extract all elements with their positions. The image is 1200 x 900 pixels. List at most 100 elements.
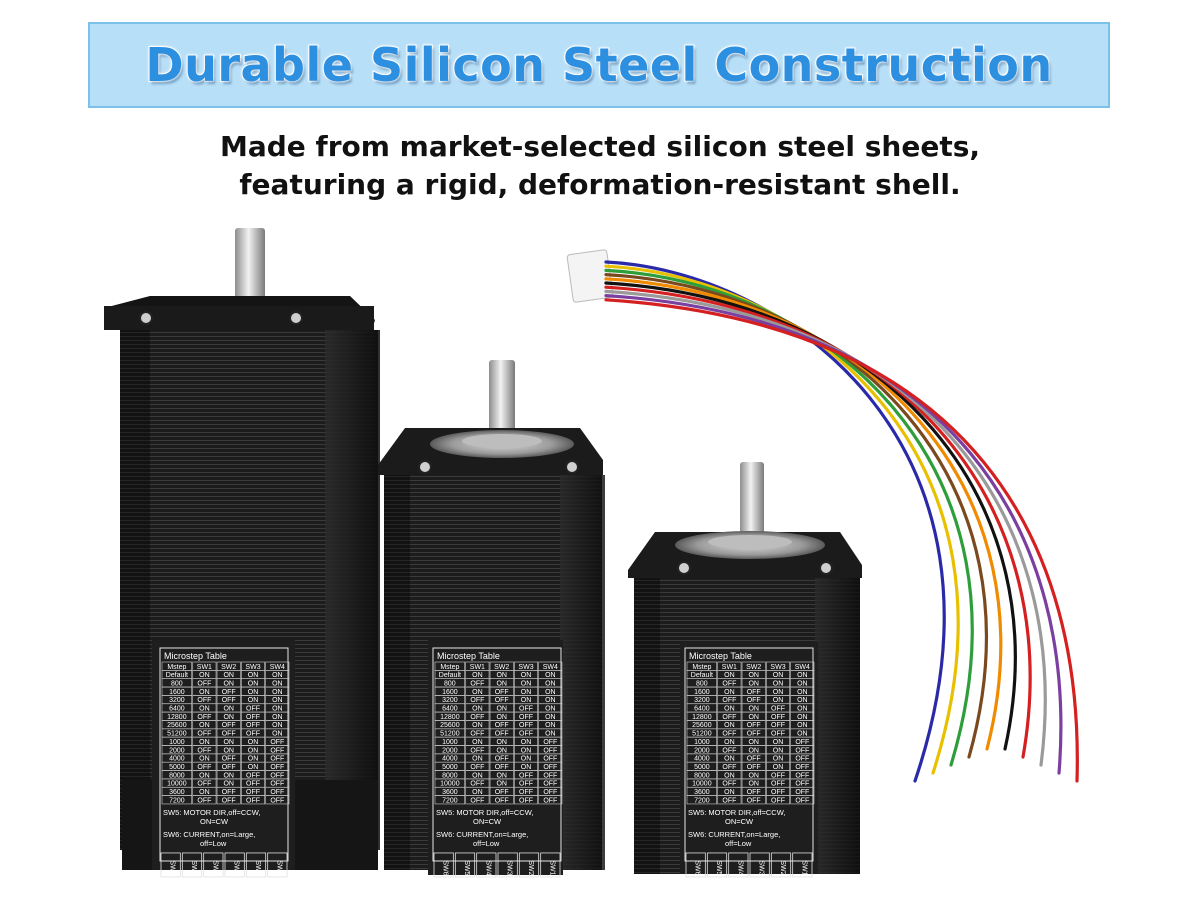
wire	[604, 277, 1003, 751]
table-cell: OFF	[543, 739, 557, 746]
table-cell: ON	[773, 680, 784, 687]
dip-switch-label: SW6	[694, 860, 701, 875]
table-cell: OFF	[197, 797, 211, 804]
table-cell: OFF	[222, 789, 236, 796]
table-cell: ON	[545, 680, 556, 687]
table-cell: OFF	[519, 714, 533, 721]
table-cell: ON	[472, 756, 483, 763]
table-cell: 7200	[442, 797, 458, 804]
table-cell: 10000	[440, 781, 460, 788]
table-cell: 8000	[169, 772, 185, 779]
table-cell: ON	[496, 772, 507, 779]
table-cell: ON	[545, 722, 556, 729]
table-cell: OFF	[470, 797, 484, 804]
table-cell: OFF	[722, 697, 736, 704]
table-cell: OFF	[519, 789, 533, 796]
table-cell: ON	[797, 689, 808, 696]
table-cell: 8000	[442, 772, 458, 779]
stepper-motor-medium	[378, 360, 605, 875]
label-title: Microstep Table	[437, 651, 500, 661]
table-header: SW4	[543, 664, 558, 671]
table-cell: ON	[248, 764, 259, 771]
label-note: SW5: MOTOR DIR,off=CCW,	[436, 808, 533, 817]
dip-switch-label: SW1	[275, 860, 282, 875]
table-cell: 1600	[169, 689, 185, 696]
table-cell: ON	[199, 789, 210, 796]
table-cell: 2000	[442, 747, 458, 754]
label-note: SW5: MOTOR DIR,off=CCW,	[688, 808, 785, 817]
dip-switch-label: SW4	[484, 860, 491, 875]
table-cell: OFF	[795, 747, 809, 754]
table-cell: OFF	[543, 781, 557, 788]
table-cell: OFF	[795, 781, 809, 788]
table-cell: OFF	[747, 722, 761, 729]
table-cell: ON	[248, 680, 259, 687]
table-cell: ON	[272, 697, 283, 704]
title-banner: Durable Silicon Steel Construction	[88, 22, 1110, 108]
table-cell: 12800	[440, 714, 460, 721]
table-cell: OFF	[495, 764, 509, 771]
table-cell: 2000	[694, 747, 710, 754]
table-header: SW4	[795, 664, 810, 671]
table-cell: OFF	[470, 697, 484, 704]
table-header: Mstep	[440, 664, 459, 671]
table-cell: ON	[748, 706, 759, 713]
table-cell: 1600	[442, 689, 458, 696]
table-cell: ON	[773, 756, 784, 763]
table-cell: ON	[724, 789, 735, 796]
dip-switch-label: SW5	[463, 860, 470, 875]
table-cell: OFF	[270, 797, 284, 804]
table-cell: ON	[773, 739, 784, 746]
dip-switch-label: SW6	[169, 860, 176, 875]
table-cell: ON	[248, 697, 259, 704]
table-cell: 51200	[167, 731, 187, 738]
dip-switch-label: SW5	[190, 860, 197, 875]
subtitle: Made from market-selected silicon steel …	[0, 128, 1200, 204]
table-cell: OFF	[495, 797, 509, 804]
table-cell: ON	[223, 706, 234, 713]
table-cell: ON	[748, 680, 759, 687]
dip-switch-label: SW2	[779, 860, 786, 875]
table-cell: OFF	[222, 797, 236, 804]
table-cell: ON	[496, 781, 507, 788]
table-cell: OFF	[270, 789, 284, 796]
table-cell: OFF	[197, 680, 211, 687]
table-cell: OFF	[722, 731, 736, 738]
subtitle-line-2: featuring a rigid, deformation-resistant…	[239, 168, 961, 201]
table-cell: OFF	[470, 680, 484, 687]
table-cell: OFF	[495, 689, 509, 696]
table-cell: ON	[199, 689, 210, 696]
table-cell: OFF	[495, 789, 509, 796]
wire	[604, 281, 1017, 751]
table-cell: OFF	[747, 731, 761, 738]
dip-switch-label: SW4	[736, 860, 743, 875]
table-cell: ON	[248, 747, 259, 754]
table-cell: OFF	[543, 772, 557, 779]
table-cell: ON	[472, 722, 483, 729]
table-cell: ON	[248, 756, 259, 763]
table-cell: OFF	[246, 772, 260, 779]
table-cell: ON	[496, 739, 507, 746]
table-cell: 5000	[694, 764, 710, 771]
table-cell: OFF	[270, 747, 284, 754]
table-cell: ON	[724, 756, 735, 763]
wire-harness	[566, 249, 1079, 783]
table-cell: ON	[724, 739, 735, 746]
table-cell: ON	[199, 756, 210, 763]
table-cell: ON	[545, 672, 556, 679]
table-header: Mstep	[167, 664, 186, 671]
table-cell: ON	[199, 706, 210, 713]
table-cell: ON	[272, 672, 283, 679]
table-cell: OFF	[771, 789, 785, 796]
label-note: ON=CW	[200, 817, 229, 826]
table-cell: ON	[797, 722, 808, 729]
table-cell: OFF	[795, 797, 809, 804]
table-cell: OFF	[747, 797, 761, 804]
table-cell: OFF	[543, 756, 557, 763]
table-cell: ON	[521, 747, 532, 754]
table-cell: ON	[496, 747, 507, 754]
table-cell: ON	[773, 764, 784, 771]
